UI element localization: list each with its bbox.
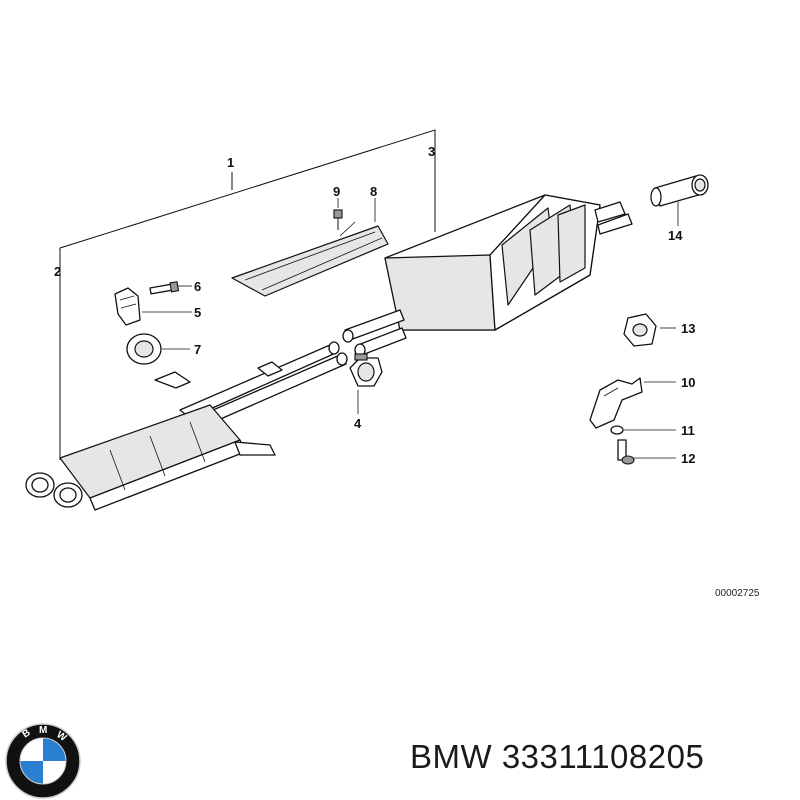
rear-muffler (342, 194, 633, 357)
heat-shield (231, 221, 389, 297)
leader-lines (142, 198, 679, 459)
bolt-part-9 (333, 209, 343, 230)
callout-12: 12 (681, 451, 695, 466)
clamp-part-5 (114, 287, 141, 326)
bmw-logo: B M W (5, 723, 81, 799)
brand-name: BMW (410, 738, 493, 775)
callout-7: 7 (194, 342, 201, 357)
front-exhaust-section (25, 341, 348, 511)
callout-11: 11 (681, 423, 695, 438)
callout-8: 8 (370, 184, 377, 199)
callout-10: 10 (681, 375, 695, 390)
callout-6: 6 (194, 279, 201, 294)
hanger-bracket-part-10 (589, 377, 643, 429)
callout-1: 1 (227, 155, 234, 170)
callouts: 1 2 3 4 5 6 7 8 9 10 11 12 13 14 (54, 144, 695, 466)
bolt-part-12 (617, 439, 635, 465)
callout-9: 9 (333, 184, 340, 199)
diagram-reference-number: 00002725 (715, 588, 760, 599)
svg-text:M: M (39, 725, 47, 736)
bolt-part-6 (149, 281, 180, 295)
tail-pipe-part-14 (650, 174, 709, 207)
rubber-mount-part-7 (126, 333, 162, 365)
part-number: 33311108205 (501, 738, 705, 775)
pipe-clamp-part-4 (349, 353, 383, 387)
callout-2: 2 (54, 264, 61, 279)
callout-14: 14 (668, 228, 683, 243)
part-caption: BMW 33311108205 (410, 738, 704, 776)
callout-13: 13 (681, 321, 695, 336)
callout-3: 3 (428, 144, 435, 159)
washer-part-11 (610, 425, 624, 435)
callout-5: 5 (194, 305, 201, 320)
rubber-ring-part-13 (623, 313, 657, 347)
assembly-bracket (59, 129, 436, 460)
callout-4: 4 (354, 416, 362, 431)
